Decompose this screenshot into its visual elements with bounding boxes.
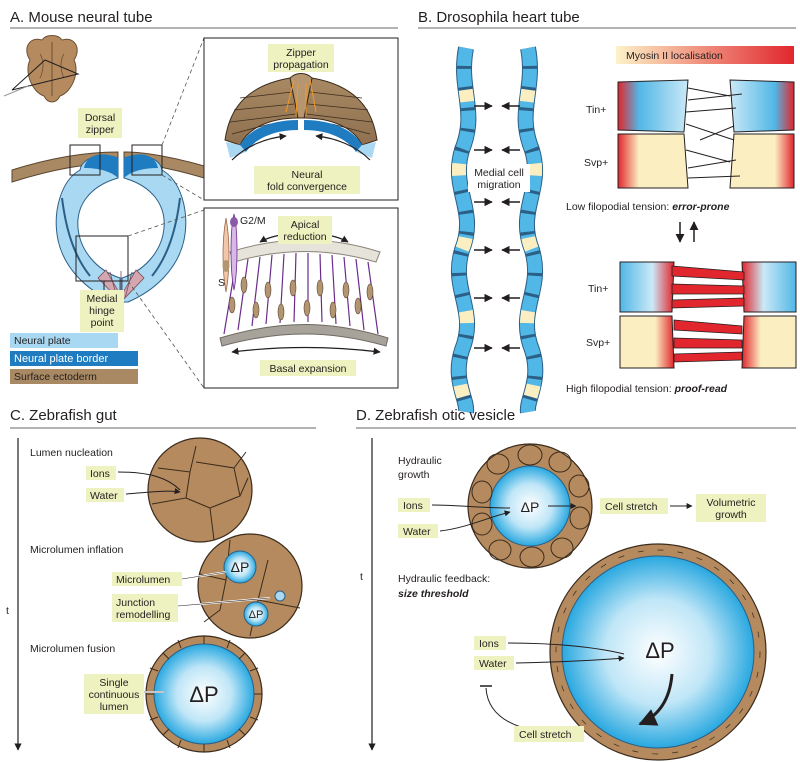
legend-swatch-neural-plate — [10, 333, 118, 348]
svg-text:point: point — [91, 317, 114, 329]
svg-text:Ions: Ions — [90, 468, 110, 480]
microlumen-inflation-label: Microlumen inflation — [30, 544, 124, 556]
svg-text:Tin+: Tin+ — [588, 283, 608, 295]
svg-text:fold convergence: fold convergence — [267, 181, 347, 193]
svg-text:growth: growth — [398, 469, 430, 481]
high-tension-diagram: Tin+ Svp+ High filopodial tension: proof… — [566, 261, 797, 395]
svg-text:Water: Water — [90, 490, 118, 502]
svg-text:Neural: Neural — [292, 169, 323, 181]
hydraulic-feedback-label: Hydraulic feedback: — [398, 573, 490, 585]
svg-text:Tin+: Tin+ — [586, 104, 606, 116]
lumen-nucleation-label: Lumen nucleation — [30, 447, 113, 459]
panel-b-title: B. Drosophila heart tube — [418, 9, 580, 26]
svg-text:G2/M: G2/M — [240, 215, 266, 227]
svg-text:Ions: Ions — [403, 500, 423, 512]
delta-p-large-vesicle: ΔP — [645, 638, 674, 663]
neural-tube-cross-section — [11, 37, 218, 389]
panel-c-title: C. Zebrafish gut — [10, 407, 118, 424]
delta-p-fused: ΔP — [189, 682, 218, 707]
size-threshold-label: size threshold — [398, 588, 469, 600]
time-axis-d-label: t — [360, 571, 363, 583]
svg-text:S: S — [218, 277, 225, 289]
legend: Neural plate Neural plate border Surface… — [10, 333, 138, 384]
inflation-cyst — [197, 533, 303, 639]
svg-text:Water: Water — [479, 658, 507, 670]
svg-text:Svp+: Svp+ — [584, 157, 608, 169]
svg-text:Volumetric: Volumetric — [706, 497, 755, 509]
low-tension-diagram: Tin+ Svp+ Low filopodial tension: error-… — [566, 79, 795, 243]
svg-text:continuous: continuous — [89, 689, 140, 701]
svg-text:zipper: zipper — [86, 124, 115, 136]
svg-text:High filopodial tension: proof: High filopodial tension: proof-read — [566, 383, 728, 395]
zipper-inset: Zipper propagation Neural fold convergen… — [203, 37, 399, 201]
svg-text:Water: Water — [403, 526, 431, 538]
svg-text:Basal expansion: Basal expansion — [269, 363, 346, 375]
svg-text:migration: migration — [477, 179, 520, 191]
panel-b-drosophila-heart-tube: B. Drosophila heart tube Medial cell mig… — [418, 9, 797, 414]
time-axis-c-label: t — [6, 605, 9, 617]
embryo-icon — [3, 35, 80, 103]
delta-p-small-vesicle: ΔP — [521, 499, 540, 515]
svg-text:hinge: hinge — [89, 305, 115, 317]
svg-text:Ions: Ions — [479, 638, 499, 650]
legend-swatch-surface-ectoderm — [10, 369, 138, 384]
svg-text:Cell stretch: Cell stretch — [605, 501, 658, 513]
s-phase-cell: S — [218, 217, 230, 293]
svg-text:Cell stretch: Cell stretch — [519, 729, 572, 741]
legend-neural-plate-border: Neural plate border — [14, 353, 109, 365]
delta-p-microlumen-small: ΔP — [249, 609, 264, 621]
medial-hinge-point-label: Medial hinge point — [80, 281, 124, 332]
svg-text:propagation: propagation — [273, 59, 329, 71]
panel-d-title: D. Zebrafish otic vesicle — [356, 407, 515, 424]
hydraulic-growth-label: Hydraulic — [398, 455, 442, 467]
svg-text:Apical: Apical — [291, 219, 320, 231]
legend-swatch-neural-plate-border — [10, 351, 138, 366]
svg-text:reduction: reduction — [283, 231, 326, 243]
svg-text:Single: Single — [99, 677, 128, 689]
svg-text:remodelling: remodelling — [116, 609, 170, 621]
svg-text:lumen: lumen — [100, 701, 129, 713]
nucleation-cyst — [147, 437, 253, 543]
panel-a-mouse-neural-tube: A. Mouse neural tube — [3, 9, 399, 389]
fused-cyst — [145, 635, 263, 753]
svg-text:Zipper: Zipper — [286, 47, 316, 59]
svg-text:Myosin II localisation: Myosin II localisation — [626, 50, 723, 62]
panel-a-title: A. Mouse neural tube — [10, 9, 153, 26]
panel-c-zebrafish-gut: C. Zebrafish gut t Lumen nucleation Ions… — [6, 407, 316, 753]
svg-text:Medial: Medial — [87, 293, 118, 305]
migration-arrows — [474, 101, 520, 353]
small-vesicle — [467, 443, 593, 569]
svg-text:Low filopodial tension: error-: Low filopodial tension: error-prone — [566, 201, 730, 213]
hinge-inset: S G2/M Apical reduction Basal expansion — [203, 207, 399, 389]
panel-d-zebrafish-otic-vesicle: D. Zebrafish otic vesicle t Hydraulic gr… — [356, 407, 796, 761]
heart-tube-cell-rows — [450, 46, 544, 414]
myosin-scale-bar: Myosin II localisation — [616, 46, 794, 64]
microlumen-fusion-label: Microlumen fusion — [30, 643, 115, 655]
g2m-cell: G2/M — [230, 213, 266, 291]
svg-text:Junction: Junction — [116, 597, 155, 609]
dorsal-zipper-label: Dorsal zipper — [78, 108, 122, 138]
svg-text:growth: growth — [715, 509, 747, 521]
medial-migration-label: Medial cell — [474, 167, 524, 179]
svg-text:Dorsal: Dorsal — [85, 112, 115, 124]
large-vesicle — [549, 543, 767, 761]
hinge-cells — [223, 252, 379, 335]
svg-text:Svp+: Svp+ — [586, 337, 610, 349]
legend-surface-ectoderm: Surface ectoderm — [14, 371, 97, 383]
delta-p-microlumen: ΔP — [231, 559, 250, 575]
legend-neural-plate: Neural plate — [14, 335, 71, 347]
svg-text:Microlumen: Microlumen — [116, 574, 170, 586]
